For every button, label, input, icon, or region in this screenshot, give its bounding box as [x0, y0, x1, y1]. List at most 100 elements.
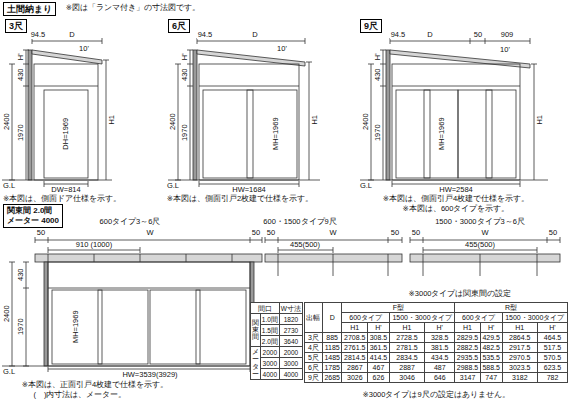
cell-text: 782 [547, 374, 559, 381]
dimension-text: MH=1969 [271, 117, 279, 152]
size-heading: 9尺 [360, 19, 382, 33]
table-cell: 5尺 [305, 353, 323, 363]
table-cell: F型 [342, 303, 455, 313]
dimension-text: W [145, 229, 154, 237]
table-cell: 間口 [251, 303, 280, 314]
front-elevation-stroke [52, 290, 102, 364]
dimension-text: 430 [373, 68, 381, 83]
table-cell: 535.5 [480, 353, 502, 363]
dimension-text: 50 [251, 229, 261, 237]
cell-text: H' [375, 324, 381, 331]
cell-text: 1500・3000タイプ [392, 314, 451, 321]
cell-text: 4000 [284, 371, 298, 378]
cell-text: F型 [393, 304, 404, 311]
table-cell: 600タイプ [455, 313, 502, 323]
table-cell: 2000 [279, 347, 302, 358]
cell-text: 3046 [399, 374, 415, 381]
canopy-front-9-stroke [278, 254, 388, 276]
cell-text: 2730 [284, 327, 298, 334]
dimension-text: DH=1969 [62, 117, 70, 151]
dimension-text: 455(500) [464, 241, 496, 249]
dimension-text: H1 [536, 114, 544, 126]
table-cell: 2864.5 [502, 333, 538, 343]
cell-text: 570.5 [544, 354, 562, 361]
cell-text: 429.5 [482, 334, 500, 341]
table-cell: 464.5 [538, 333, 568, 343]
dimension-text: G.L [359, 182, 373, 190]
dimension-text: 10' [78, 45, 90, 53]
width-table: 間口W寸法関東間1.0間18201.5間27302.0間3640メーター2000… [250, 302, 303, 380]
table-cell: 関東間 [251, 314, 261, 347]
cell-text: 3026 [347, 374, 363, 381]
canopy-front-9-stroke [265, 237, 402, 243]
dimension-text: H' [373, 53, 381, 62]
dimension-text: HW=1684 [231, 186, 267, 194]
table-cell: H' [480, 323, 502, 333]
table-cell: 3023.5 [502, 363, 538, 373]
dimension-text: 1970 [373, 124, 381, 143]
table-cell: 1185 [322, 343, 342, 353]
table-cell: 3182 [502, 373, 538, 383]
cell-text: 2781.5 [396, 344, 417, 351]
dimension-text: 10' [499, 46, 511, 54]
heading-text: 9尺 [364, 21, 378, 31]
table-row: 5尺14852814.5414.52834.5434.52935.5535.52… [305, 353, 568, 363]
dimension-text: 50 [411, 229, 421, 237]
table-cell: W寸法 [279, 303, 302, 314]
dimension-text: DW=814 [50, 186, 81, 194]
dimension-text: 1970 [16, 318, 24, 337]
dimension-text: G.L [2, 368, 16, 376]
cell-text: 464.5 [544, 334, 562, 341]
table-cell: メーター [251, 347, 261, 380]
cell-text: 2000 [284, 349, 298, 356]
cell-text: 626 [373, 374, 385, 381]
cell-text: 467 [373, 364, 385, 371]
table-row: 関東間1.0間1820 [251, 314, 303, 325]
side-elevation-9-stroke [390, 38, 530, 44]
dimension-text: 600・1500タイプ9尺 [262, 218, 337, 226]
cell-text: 308.5 [370, 334, 388, 341]
dimension-text: 600タイプ3～6尺 [99, 218, 162, 226]
cell-text: 414.5 [370, 354, 388, 361]
front-elevation-stroke [35, 254, 262, 262]
dimension-text: W [328, 229, 337, 237]
table-cell: 1500・3000タイプ [502, 313, 568, 323]
dimension-text: 1970 [180, 124, 188, 143]
cell-text: 600タイプ [462, 314, 495, 321]
dimension-text: 2400 [2, 113, 10, 132]
side-elevation-3-stroke [28, 50, 32, 180]
cell-text: 3尺 [308, 334, 319, 341]
table-cell: 1.0間 [260, 314, 279, 325]
table-cell: H' [538, 323, 568, 333]
note-text: ※3000タイプは関東間の設定 [408, 290, 513, 298]
dimension-text: 10' [276, 45, 288, 53]
heading-text: 関東間 2.0間 [7, 206, 59, 216]
dimension-text: 50 [390, 229, 400, 237]
table-cell: 6尺 [305, 363, 323, 373]
table-cell: H' [368, 323, 390, 333]
table-cell: 381.5 [425, 343, 455, 353]
side-elevation-3-stroke [32, 38, 102, 44]
cell-text: H' [437, 324, 443, 331]
dimension-text: MH=1969 [71, 310, 79, 345]
heading-text: 土間納まり [7, 4, 52, 14]
side-elevation-6-stroke [199, 64, 299, 180]
cell-text: 1820 [284, 316, 298, 323]
cell-text: 間口 [258, 305, 272, 312]
size-heading: 3尺 [5, 19, 27, 33]
side-elevation-3-stroke [32, 50, 102, 64]
cell-text: 2864.5 [509, 334, 530, 341]
table-cell: 1.5間 [260, 325, 279, 336]
table-cell: 3000 [279, 358, 302, 369]
side-elevation-9-stroke [392, 86, 520, 87]
table-row: 4尺11852761.5361.52781.5381.52882.5482.52… [305, 343, 568, 353]
table-cell: 517.5 [538, 343, 568, 353]
side-elevation-9-stroke [386, 50, 390, 180]
cell-text: 600タイプ [349, 314, 382, 321]
dimension-text: G.L [2, 182, 16, 190]
dimension-text: H1 [311, 114, 319, 126]
side-elevation-3-stroke [34, 86, 98, 87]
cell-text: 2917.5 [509, 344, 530, 351]
table-cell: 328.5 [425, 333, 455, 343]
cell-text: 4000 [263, 371, 277, 378]
